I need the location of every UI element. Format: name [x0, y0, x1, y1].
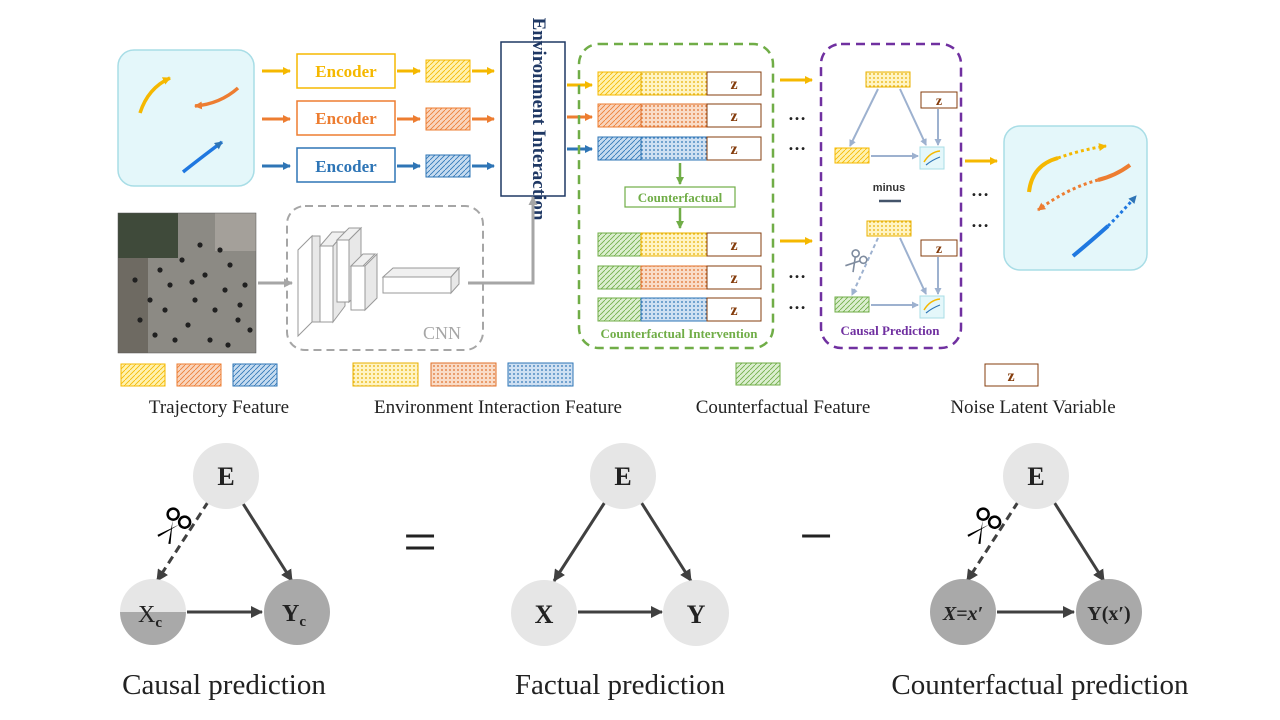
counterfactual-feature-row: z	[597, 232, 762, 257]
environment-feature-node	[865, 71, 911, 88]
x-node	[930, 579, 996, 645]
ellipsis: …	[788, 293, 806, 313]
equals-sign: =	[403, 509, 437, 575]
prediction-node	[919, 146, 945, 170]
z-label: z	[936, 94, 942, 109]
z-label: z	[730, 237, 737, 254]
ellipsis: …	[971, 211, 989, 231]
z-label: z	[730, 76, 737, 93]
trajectory-feature-orange	[425, 107, 471, 131]
legend-swatch-counterfactual	[735, 362, 781, 386]
encoder-top-label: Encoder	[315, 62, 377, 81]
legend-counterfactual-feature-label: Counterfactual Feature	[696, 397, 871, 418]
x-node	[120, 579, 186, 645]
legend-swatch-trajectory-blue	[232, 363, 278, 387]
encoder-top-box	[296, 53, 396, 89]
factual-feature-row: z	[597, 71, 762, 96]
causal-prediction-panel: z minus z Causal Prediction	[819, 42, 963, 350]
x-node-label: Xc	[138, 602, 162, 631]
legend-noise-symbol: z	[1007, 368, 1014, 385]
factual-caption: Factual prediction	[515, 669, 726, 701]
z-label: z	[730, 108, 737, 125]
encoder-stack: Encoder Encoder Encoder	[262, 53, 495, 183]
ellipsis-group: … … … …	[780, 76, 813, 313]
factual-feature-row: z	[597, 136, 762, 161]
ellipsis: …	[788, 262, 806, 282]
y-node	[1076, 579, 1142, 645]
e-node-label: E	[217, 462, 234, 491]
legend-environment-interaction-feature-label: Environment Interaction Feature	[374, 397, 622, 418]
e-node-label: E	[614, 462, 631, 491]
scissors-icon	[967, 507, 1002, 545]
legend-noise-latent-variable-label: Noise Latent Variable	[950, 397, 1115, 418]
encoder-bottom-box	[296, 147, 396, 183]
e-node	[590, 443, 656, 509]
e-node	[193, 443, 259, 509]
e-node	[1003, 443, 1069, 509]
counterfactual-feature-row: z	[597, 297, 762, 322]
y-node-label: Yc	[282, 601, 306, 630]
ellipsis: …	[788, 104, 806, 124]
legend-swatch-environment-orange	[430, 362, 497, 387]
legend-swatch-trajectory-yellow	[120, 363, 166, 387]
y-node	[264, 579, 330, 645]
noise-node	[920, 91, 958, 109]
cnn-module: CNN	[258, 196, 538, 351]
prediction-node	[919, 295, 945, 319]
scissors-icon	[157, 507, 192, 545]
legend-swatch-environment-blue	[507, 362, 574, 387]
trajectory-feature-blue	[425, 154, 471, 178]
counterfactual-feature-node	[834, 296, 870, 313]
counterfactual-box	[624, 186, 736, 208]
legend-swatch-noise	[984, 363, 1039, 387]
legend-swatch-trajectory-orange	[176, 363, 222, 387]
factual-prediction-graph: E X Y Factual prediction	[511, 443, 729, 701]
scissors-icon	[845, 249, 868, 273]
legend: Trajectory Feature Environment Interacti…	[120, 362, 1116, 418]
trajectory-feature-node	[834, 147, 870, 164]
counterfactual-feature-row: z	[597, 265, 762, 290]
counterfactual-intervention-label: Counterfactual Intervention	[600, 326, 758, 341]
output-connector: … …	[965, 157, 998, 231]
environment-feature-node	[866, 220, 912, 237]
minus-label: minus	[873, 182, 905, 194]
x-node-label: X=x′	[942, 603, 983, 625]
z-label: z	[730, 141, 737, 158]
trajectory-feature-yellow	[425, 59, 471, 83]
environment-interaction-module: Environment Interaction	[500, 18, 566, 221]
aerial-scene-image	[117, 212, 257, 354]
legend-trajectory-feature-label: Trajectory Feature	[149, 397, 289, 418]
encoder-bottom-label: Encoder	[315, 157, 377, 176]
counterfactual-label: Counterfactual	[638, 190, 723, 205]
z-label: z	[936, 242, 942, 257]
cnn-label: CNN	[423, 323, 461, 343]
output-trajectory-panel	[1003, 125, 1148, 271]
e-node-label: E	[1027, 462, 1044, 491]
causal-prediction-box-label: Causal Prediction	[840, 323, 940, 338]
ellipsis: …	[788, 134, 806, 154]
x-node-label: X	[535, 600, 554, 629]
ellipsis: …	[971, 180, 989, 200]
input-trajectory-panel	[117, 49, 255, 187]
z-label: z	[730, 270, 737, 287]
factual-feature-row: z	[597, 103, 762, 128]
counterfactual-caption: Counterfactual prediction	[891, 669, 1189, 701]
counterfactual-intervention-panel: z z z Counterfactual z z	[567, 42, 775, 350]
y-node-label: Y(x′)	[1087, 603, 1130, 625]
x-node	[511, 580, 577, 646]
causal-caption: Causal prediction	[122, 669, 326, 701]
environment-interaction-label: Environment Interaction	[528, 18, 549, 221]
y-node-label: Y	[687, 600, 706, 629]
z-label: z	[730, 302, 737, 319]
legend-swatch-environment-yellow	[352, 362, 419, 387]
counterfactual-prediction-graph: E X=x′ Y(x′) Counterfactual prediction	[891, 443, 1189, 701]
y-node	[663, 580, 729, 646]
noise-node	[920, 239, 958, 257]
encoder-middle-box	[296, 100, 396, 136]
encoder-middle-label: Encoder	[315, 109, 377, 128]
causal-prediction-graph: E Xc Yc Causal prediction	[120, 443, 330, 701]
minus-sign: −	[799, 503, 833, 569]
